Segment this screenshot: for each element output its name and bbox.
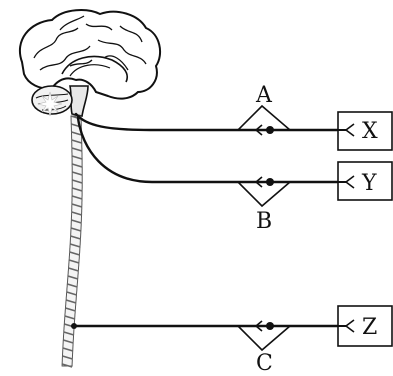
ganglion-label-a: A	[255, 83, 273, 108]
effector-z: Z	[338, 306, 392, 346]
spinal-cord-body	[62, 116, 82, 366]
ganglion-label-c: C	[256, 351, 273, 376]
effector-label-z: Z	[362, 315, 377, 340]
ganglion-label-b: B	[256, 209, 272, 234]
effector-y: Y	[338, 162, 392, 200]
nerve-to-a	[76, 114, 268, 130]
spinal-cord-illustration	[62, 116, 82, 367]
brain-illustration	[20, 10, 160, 116]
effector-x: X	[338, 112, 392, 150]
effector-label-y: Y	[361, 171, 377, 196]
ganglion-b: B	[238, 177, 290, 234]
effector-label-x: X	[362, 119, 378, 144]
ganglion-c: C	[238, 321, 290, 376]
ganglion-a: A	[238, 83, 290, 135]
nerve-fibers	[71, 114, 338, 329]
